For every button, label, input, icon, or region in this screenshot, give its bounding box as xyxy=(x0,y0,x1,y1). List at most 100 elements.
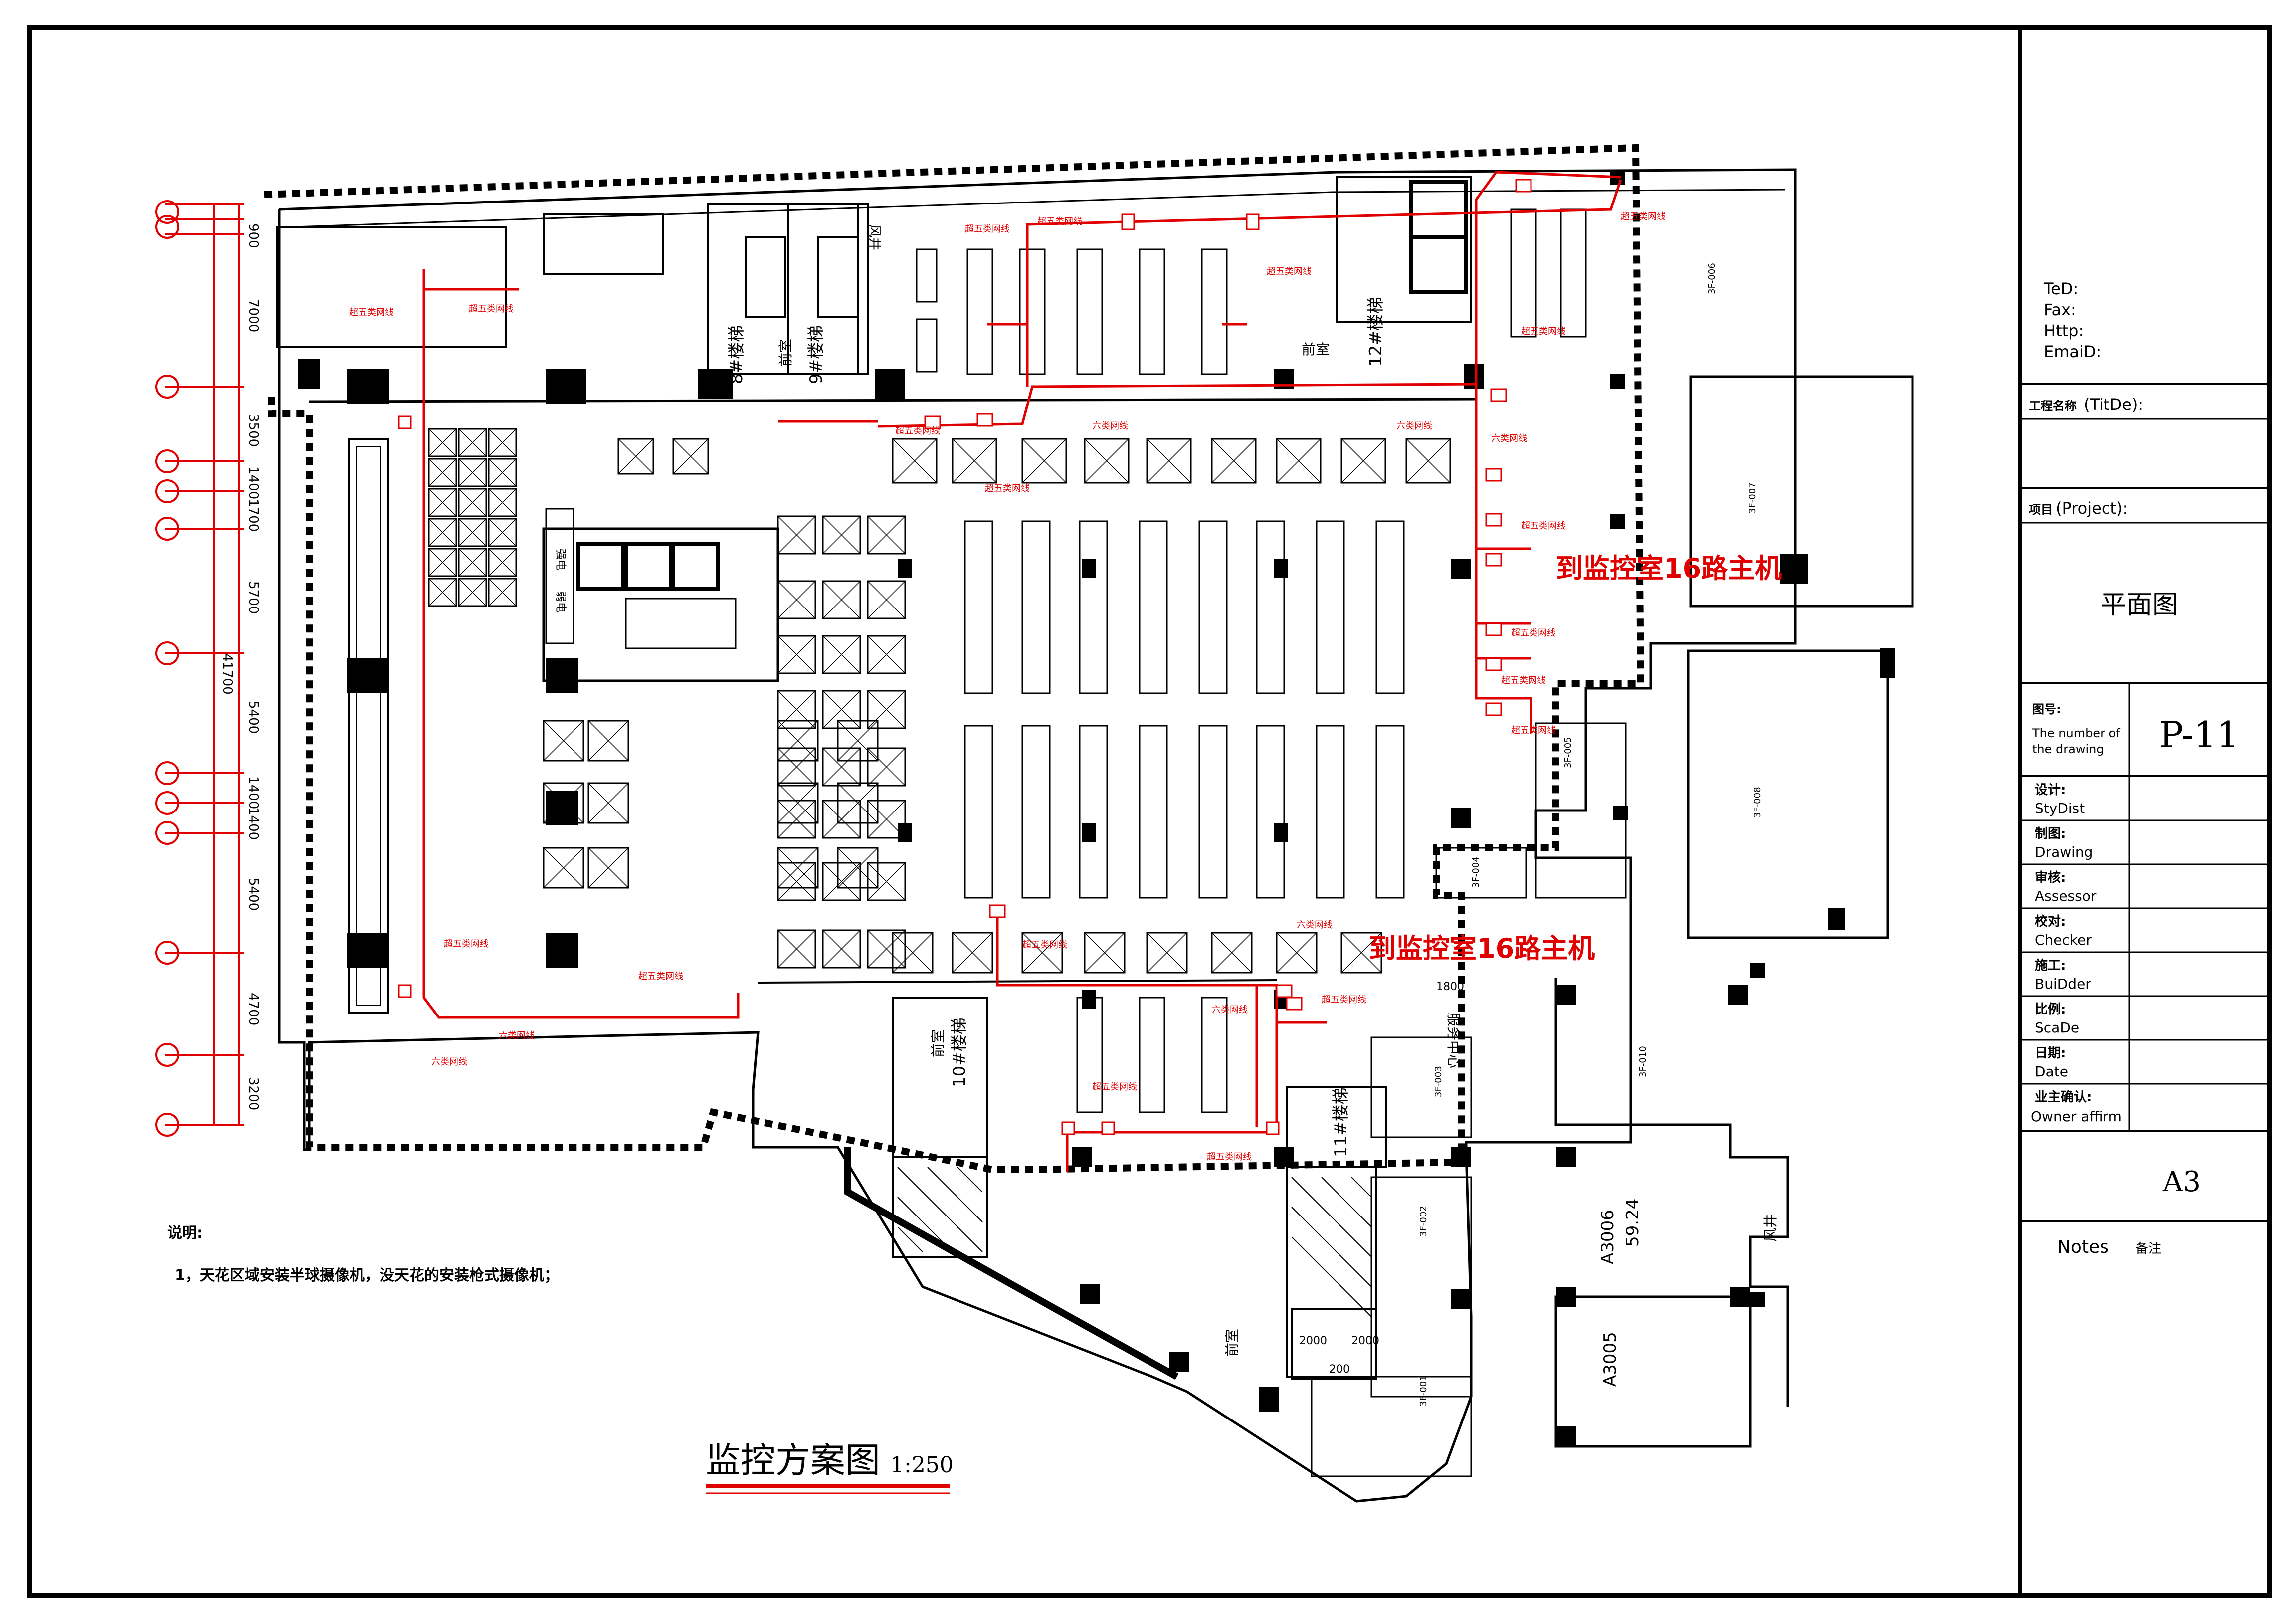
cable-labels: 超五类网线 超五类网线 超五类网线 超五类网线 超五类网线 超五类网线 六类网线… xyxy=(349,211,1666,1162)
table-hatch xyxy=(1022,438,1067,483)
stair-12-label: 12#楼梯 xyxy=(1366,297,1386,367)
display-table xyxy=(777,690,816,729)
display-table xyxy=(488,518,517,547)
stair-hatch xyxy=(897,1167,1372,1317)
table-hatch xyxy=(1341,932,1382,973)
display-table xyxy=(822,580,861,619)
display-table xyxy=(458,548,487,577)
display-table xyxy=(458,578,487,607)
table-hatch xyxy=(458,488,487,517)
table-hatch xyxy=(822,930,861,968)
table-hatch xyxy=(588,847,629,888)
table-hatch xyxy=(1276,438,1321,483)
dim-1800: 1800 xyxy=(1436,981,1464,993)
display-table xyxy=(458,428,487,457)
project-name-value: (TitDe): xyxy=(2084,395,2143,414)
display-table xyxy=(488,458,517,487)
display-table xyxy=(458,488,487,517)
unit-a3005: A3005 xyxy=(1600,1332,1620,1387)
cable-label-11: 超五类网线 xyxy=(1521,521,1566,531)
display-table xyxy=(822,515,861,555)
table-hatch xyxy=(1211,932,1252,973)
sheet-size: A3 xyxy=(2162,1166,2201,1198)
row-assessor-cn: 审核: xyxy=(2035,870,2066,885)
table-hatch xyxy=(1084,932,1125,973)
table-hatch xyxy=(673,438,709,474)
display-table xyxy=(587,720,629,762)
table-hatch xyxy=(1084,438,1129,483)
shop-tag-001: 3F-001 xyxy=(1418,1375,1429,1407)
drawing-number-label-en-2: the drawing xyxy=(2032,742,2104,756)
table-hatch xyxy=(543,847,584,888)
display-table xyxy=(892,932,934,974)
axis-bubbles xyxy=(155,200,179,1137)
unit-a3006-area: 59.24 xyxy=(1623,1199,1643,1247)
display-table xyxy=(867,862,906,901)
table-hatch xyxy=(952,932,993,973)
front-room-4: 前室 xyxy=(1224,1329,1240,1357)
display-table xyxy=(1405,438,1451,484)
table-hatch xyxy=(428,548,457,577)
cable-label-2: 超五类网线 xyxy=(1037,216,1082,227)
table-hatch xyxy=(543,783,584,823)
display-table xyxy=(1146,438,1192,484)
dim-200: 200 xyxy=(1329,1363,1350,1376)
dim-1400-c: 1400 xyxy=(246,807,261,840)
elevator-core: 强电 弱电 xyxy=(542,527,779,682)
table-hatch xyxy=(1211,438,1256,483)
cable-label-15: 超五类网线 xyxy=(349,307,394,318)
table-hatch xyxy=(777,690,816,729)
cable-label-26: 六类网线 xyxy=(499,1030,535,1041)
display-table xyxy=(587,847,629,889)
table-hatch xyxy=(428,488,457,517)
dim-3500: 3500 xyxy=(246,414,261,447)
table-hatch xyxy=(777,581,816,619)
dim-2000-b: 2000 xyxy=(1351,1335,1379,1347)
cable-label-9: 六类网线 xyxy=(1491,433,1527,444)
display-table xyxy=(458,518,487,547)
display-table xyxy=(777,929,816,969)
table-hatch xyxy=(867,862,906,901)
structural-columns xyxy=(298,170,1895,1412)
display-table xyxy=(837,720,879,762)
cable-label-20: 超五类网线 xyxy=(1022,940,1067,950)
service-center: 服务中心 xyxy=(1445,1013,1462,1068)
stair-11-label: 11#楼梯 xyxy=(1331,1087,1351,1157)
table-hatch xyxy=(488,518,517,547)
table-hatch xyxy=(822,516,861,554)
notes-label-cn: 备注 xyxy=(2135,1241,2161,1256)
table-hatch xyxy=(952,438,997,483)
contact-fax: Fax: xyxy=(2044,300,2076,319)
dim-5400-b: 5400 xyxy=(246,878,261,911)
contact-email: EmaiD: xyxy=(2044,342,2101,361)
dim-900: 900 xyxy=(246,223,261,248)
display-table xyxy=(428,548,457,577)
cctv-cable-routes xyxy=(422,171,1622,1172)
row-date-cn: 日期: xyxy=(2035,1046,2066,1061)
display-table xyxy=(822,690,861,729)
title-block-rows: 设计: StyDist 制图: Drawing 审核: Assessor 校对:… xyxy=(2020,776,2269,1132)
curved-south-wall xyxy=(844,1147,1179,1380)
project-label: 项目 xyxy=(2029,503,2053,517)
table-hatch xyxy=(777,516,816,554)
cable-label-4: 超五类网线 xyxy=(1621,211,1666,222)
shelf-racks xyxy=(545,208,1587,1113)
room-weak-current: 弱电 xyxy=(554,591,567,613)
front-room-2: 前室 xyxy=(1302,341,1330,358)
stair-9-label: 9#楼梯 xyxy=(806,325,826,384)
table-hatch xyxy=(867,635,906,674)
display-table xyxy=(952,932,993,974)
wall-cooler-strip xyxy=(348,438,389,1014)
display-table xyxy=(458,458,487,487)
cable-label-22: 超五类网线 xyxy=(1322,995,1366,1005)
table-hatch xyxy=(428,428,457,457)
display-table xyxy=(543,847,584,889)
display-table xyxy=(952,438,997,484)
shop-tag-003: 3F-003 xyxy=(1433,1066,1444,1097)
table-hatch xyxy=(822,748,861,786)
cable-label-13: 超五类网线 xyxy=(1501,675,1546,686)
display-table xyxy=(587,782,629,824)
display-table xyxy=(777,782,819,824)
table-hatch xyxy=(1022,932,1063,973)
table-hatch xyxy=(458,458,487,487)
